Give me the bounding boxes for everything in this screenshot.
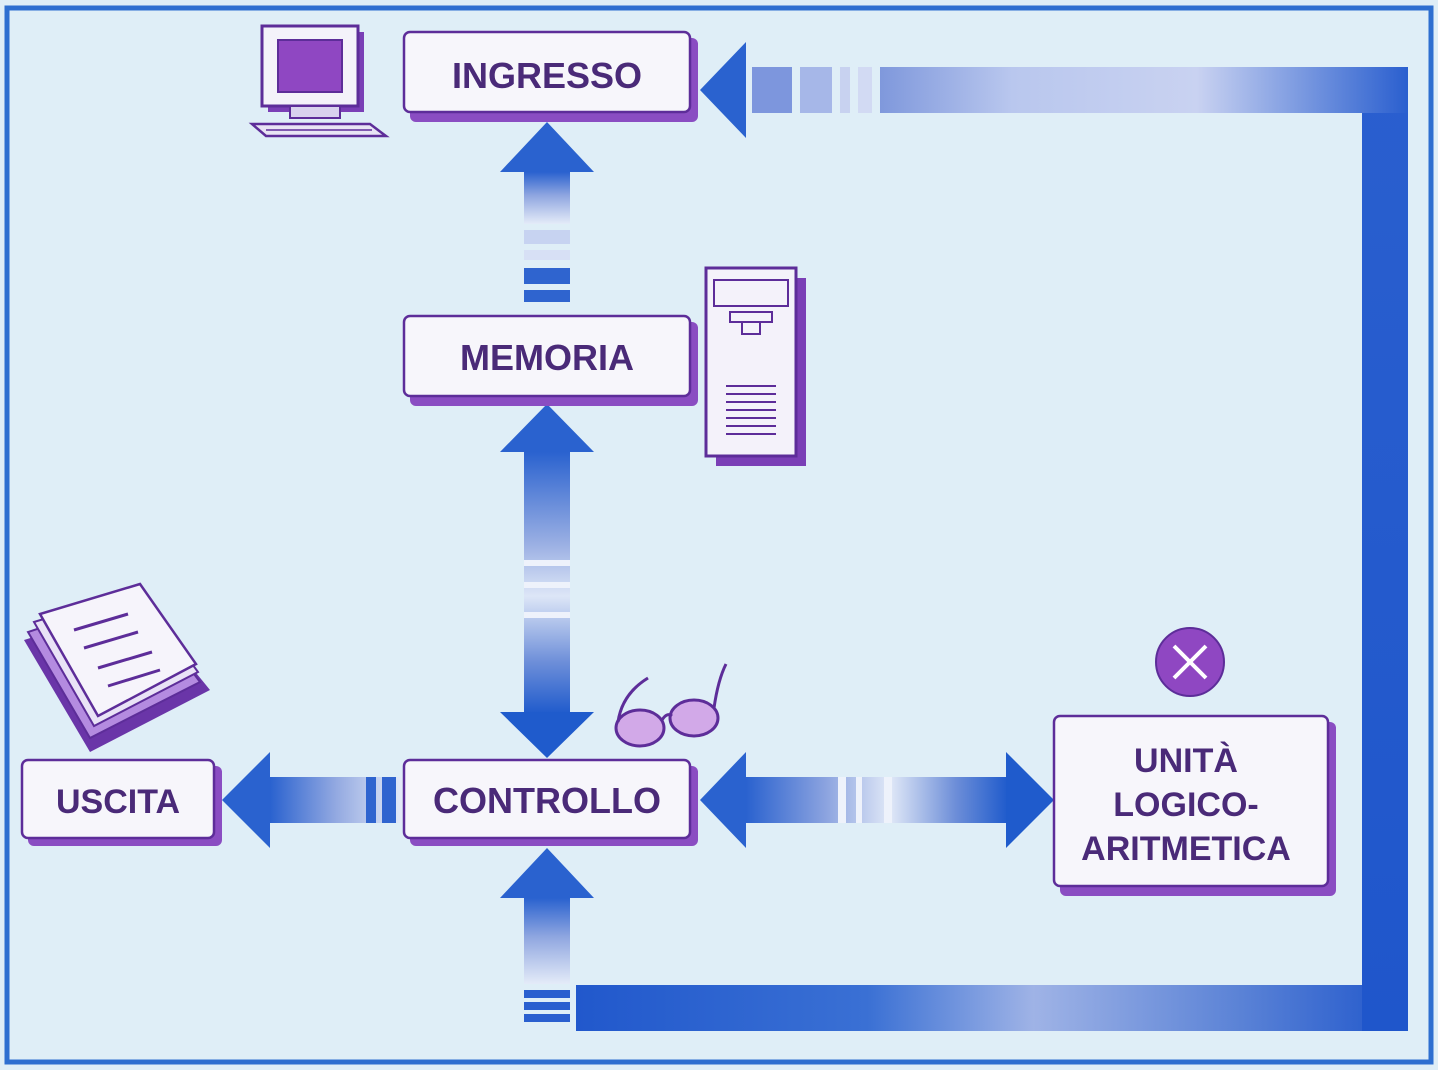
controllo-label: CONTROLLO [433,780,661,821]
memoria-label: MEMORIA [460,337,634,378]
alu-label-line-1: UNITÀ [1134,742,1238,780]
arrow-controllo-to-uscita [222,752,402,848]
feedback-right-bar [1362,67,1408,1031]
diagram-frame [4,5,1434,1065]
node-uscita: USCITA [20,758,222,846]
ingresso-label: INGRESSO [452,55,642,96]
computer-terminal-icon [248,24,390,138]
arrow-controllo-alu [700,752,1054,848]
arrow-memoria-controllo [500,404,594,758]
node-memoria: MEMORIA [402,314,698,406]
alu-label-line-2: LOGICO- [1113,786,1258,824]
feedback-loop-path [576,42,1408,1031]
arrow-to-ingresso-head [700,42,746,138]
multiply-icon [1155,627,1225,697]
node-alu: UNITÀ LOGICO- ARITMETICA [1052,714,1336,896]
server-tower-icon [704,266,806,466]
book-icon [24,582,210,752]
feedback-bottom-bar [576,985,1408,1031]
arrow-to-controllo-from-loop [500,848,594,1022]
feedback-top-bar [880,67,1408,113]
alu-label-line-3: ARITMETICA [1081,830,1291,868]
node-ingresso: INGRESSO [402,30,698,122]
arrow-memoria-to-ingresso [500,122,594,302]
node-controllo: CONTROLLO [402,758,698,846]
glasses-icon [614,663,728,748]
uscita-label: USCITA [56,783,180,821]
